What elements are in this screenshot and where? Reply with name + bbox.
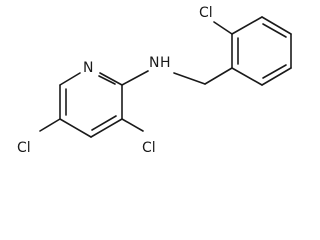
bond-benz-2 [231,16,263,35]
atom-label-cl-c3: Cl [142,140,156,156]
bond-benz-5-inner [262,64,287,79]
atom-label-cl-benzyl: Cl [199,5,213,21]
bond-benz-3 [261,16,292,35]
bond-pyr-c4-c3 [90,118,123,138]
atom-label-cl-c5: Cl [17,140,31,156]
bond-pyr-n1-c6 [59,72,81,86]
bond-benz-5 [261,67,292,86]
atom-label-n-pyridine: N [83,60,93,76]
bond-benz-6 [231,67,263,86]
bond-pyr-c4-c3-inner [91,115,117,131]
bond-c3-cl [121,118,144,132]
bond-benz-3-inner [262,23,287,38]
benzene-ring [231,16,292,86]
bond-pyr-c5-c4 [59,118,92,138]
pyridine-ring [59,72,123,138]
atom-label-h-amine: H [160,55,171,71]
bond-ring-ch2 [204,67,233,85]
bond-pyr-c2-n1 [99,72,123,86]
bond-ch2-n [173,72,206,85]
bond-pyr-c2-n1-inner [98,75,116,85]
bond-c5-cl [39,118,61,132]
bond-n-c2 [121,70,149,86]
molecule-structure: Cl N H N Cl Cl [17,5,292,156]
atom-label-n-amine: N [149,55,159,71]
bond-c-cl-benzyl [213,21,233,35]
